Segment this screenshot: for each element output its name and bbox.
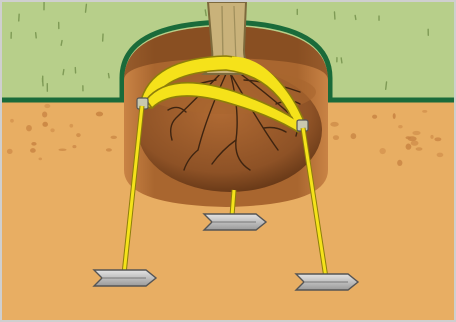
soil-speck [430, 135, 433, 139]
grass-blade [61, 41, 62, 46]
soil-speck [7, 149, 13, 154]
soil-speck [351, 133, 357, 139]
anchor-left [94, 270, 156, 286]
grass-blade [205, 10, 206, 16]
soil-speck [434, 137, 441, 141]
soil-speck [422, 110, 427, 113]
cable-center [232, 190, 234, 216]
soil-speck [333, 135, 339, 140]
soil-speck [330, 122, 338, 127]
soil-speck [111, 136, 117, 139]
soil-speck [30, 148, 36, 153]
grass-blade [341, 58, 342, 63]
soil-speck [58, 148, 66, 151]
grass-blade [86, 4, 87, 12]
grass-blade [43, 78, 44, 86]
soil-speck [411, 141, 419, 146]
soil-speck [42, 122, 48, 127]
soil-speck [372, 115, 377, 119]
soil-speck [72, 145, 76, 148]
grass-blade [386, 82, 387, 89]
soil-speck [397, 160, 402, 166]
soil-speck [76, 133, 81, 137]
soil-speck [39, 158, 42, 161]
soil-speck [416, 147, 423, 150]
soil-speck [31, 142, 36, 146]
soil-speck [44, 104, 50, 108]
trunk-texture [222, 6, 223, 60]
soil-speck [408, 136, 417, 141]
grass-blade [36, 33, 37, 38]
anchor-center [204, 214, 266, 230]
soil-speck [106, 148, 112, 151]
soil-speck [437, 153, 444, 158]
soil-speck [379, 148, 385, 154]
soil-speck [10, 119, 14, 123]
soil-speck [50, 128, 54, 132]
soil-speck [26, 125, 32, 131]
soil-speck [96, 112, 103, 117]
soil-speck [406, 144, 412, 150]
soil-speck [412, 131, 420, 135]
anchor-right [296, 274, 358, 290]
grass-blade [355, 15, 356, 19]
soil-speck [69, 124, 73, 128]
soil-speck [42, 111, 47, 117]
soil-speck [398, 125, 402, 128]
grass-blade [63, 70, 64, 75]
grass-blade [108, 74, 109, 78]
soil-speck [393, 113, 396, 119]
